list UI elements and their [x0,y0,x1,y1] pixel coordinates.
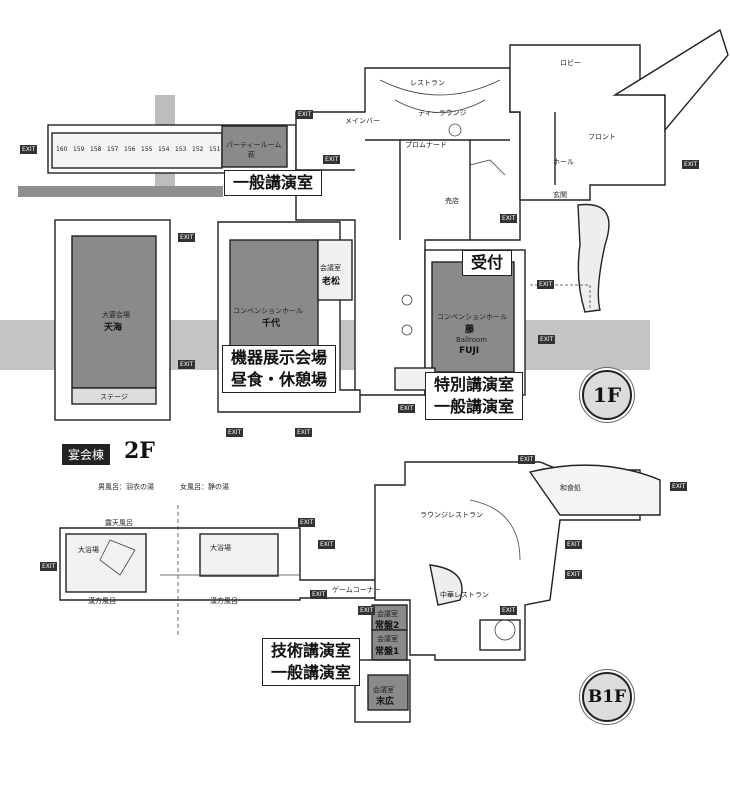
callout-text: 機器展示会場 [231,348,328,367]
exit-marker: EXIT [298,518,316,527]
banquet-wing-floor: 2F [124,438,155,464]
room-label-chinese-restaurant: 中華レストラン [440,591,489,599]
exit-marker: EXIT [358,606,376,615]
room-label-ballroom: Ballroom [456,336,488,344]
1f-details [379,79,591,336]
room-label-shop: 売店 [445,197,459,205]
guest-room-number: 153 [175,146,187,153]
callout-text: 技術講演室 [271,641,352,660]
callout-general-lecture-top: 一般講演室 [224,170,323,196]
floor-badge-1f: 1F [582,370,632,420]
exit-marker: EXIT [295,428,313,437]
room-label-lounge-restaurant: ラウンジレストラン [420,511,483,519]
floor-badge-b1f: B1F [582,672,632,722]
room-label-japanese-dining: 和食処 [560,484,581,492]
banquet-wing-tag: 宴会棟 [62,444,111,465]
room-label-kampo-bath-2: 漢方風呂 [210,597,238,605]
room-label-hall: ホール [553,158,574,166]
room-label-large-bath-2: 大浴場 [210,544,231,552]
room-label-kampo-bath-1: 漢方風呂 [88,597,116,605]
room-label-entrance: 玄関 [553,191,567,199]
room-label-conf-suehiro-label: 会議室 [373,686,394,694]
exit-marker: EXIT [565,540,583,549]
guest-room-number: 159 [73,146,85,153]
guest-room-number: 158 [90,146,102,153]
exit-marker: EXIT [537,280,555,289]
exit-marker: EXIT [310,590,328,599]
callout-reception: 受付 [462,250,513,276]
room-label-tokiwa2: 常盤2 [375,621,400,631]
room-label-game-corner: ゲームコーナー [332,586,381,594]
exit-marker: EXIT [40,562,58,571]
room-label-stage: ステージ [100,393,128,401]
bath-legend-womens: 女風呂：静の湯 [180,483,229,491]
exit-marker: EXIT [318,540,336,549]
room-label-party-room: パーティールーム [226,141,282,149]
band-top-left-h [18,186,223,197]
callout-text: 受付 [471,253,504,272]
callout-special-general: 特別講演室 一般講演室 [425,372,524,420]
room-label-banquet-hall: 大宴会場 [102,311,130,319]
room-label-lobby: ロビー [560,59,581,67]
guest-room-number: 156 [124,146,136,153]
room-label-conf-tokiwa2-label: 会議室 [377,610,398,618]
band-1f-right [525,320,650,370]
exit-marker: EXIT [565,570,583,579]
callout-text: 特別講演室 [434,375,515,394]
bath-legend-mens: 男風呂：羽衣の湯 [98,483,154,491]
exit-marker: EXIT [323,155,341,164]
room-label-convention-chiyo: コンベンションホール [233,307,303,315]
room-label-open-air-bath: 露天風呂 [105,519,133,527]
guest-room-number: 157 [107,146,119,153]
room-label-chiyo: 千代 [262,319,281,329]
exit-marker: EXIT [296,110,314,119]
guest-room-number: 160 [56,146,68,153]
room-label-conference: 会議室 [320,264,341,272]
room-label-front: フロント [588,133,616,141]
room-label-fuji-en: FUJI [459,346,480,356]
room-label-tea-lounge: ティーラウンジ [418,109,467,117]
exit-marker: EXIT [518,455,536,464]
room-label-conf-tokiwa1-label: 会議室 [377,635,398,643]
room-label-convention-fuji: コンベンションホール [437,313,507,321]
room-label-oimatsu: 老松 [322,277,341,287]
callout-text: 一般講演室 [434,397,515,416]
room-label-main-bar: メインバー [345,117,380,125]
room-label-suehiro: 末広 [376,697,395,707]
b1f-details [99,499,521,641]
room-label-party-room-name: 萩 [248,151,255,159]
callout-exhibition-lunch: 機器展示会場 昼食・休憩場 [222,345,337,393]
room-label-restaurant: レストラン [410,79,445,87]
guest-room-number: 151 [209,146,221,153]
callout-text: 一般講演室 [271,663,352,682]
room-label-large-bath-1: 大浴場 [78,546,99,554]
callout-text: 一般講演室 [233,173,314,192]
exit-marker: EXIT [670,482,688,491]
callout-technical-general: 技術講演室 一般講演室 [262,638,361,686]
room-label-promenade: プロムナード [405,141,447,149]
exit-marker: EXIT [682,160,700,169]
room-label-tenkai: 天海 [104,323,123,333]
room-label-fuji: 藤 [465,325,475,335]
callout-text: 昼食・休憩場 [231,370,328,389]
exit-marker: EXIT [500,606,518,615]
guest-room-number: 155 [141,146,153,153]
room-label-tokiwa1: 常盤1 [375,647,400,657]
exit-marker: EXIT [538,335,556,344]
guest-room-number: 154 [158,146,170,153]
exit-marker: EXIT [20,145,38,154]
floor-1f-plan [47,28,729,421]
exit-marker: EXIT [500,214,518,223]
exit-marker: EXIT [398,404,416,413]
floor-b1f-plan [59,461,661,723]
exit-marker: EXIT [178,360,196,369]
exit-marker: EXIT [178,233,196,242]
guest-room-number: 152 [192,146,204,153]
exit-marker: EXIT [226,428,244,437]
